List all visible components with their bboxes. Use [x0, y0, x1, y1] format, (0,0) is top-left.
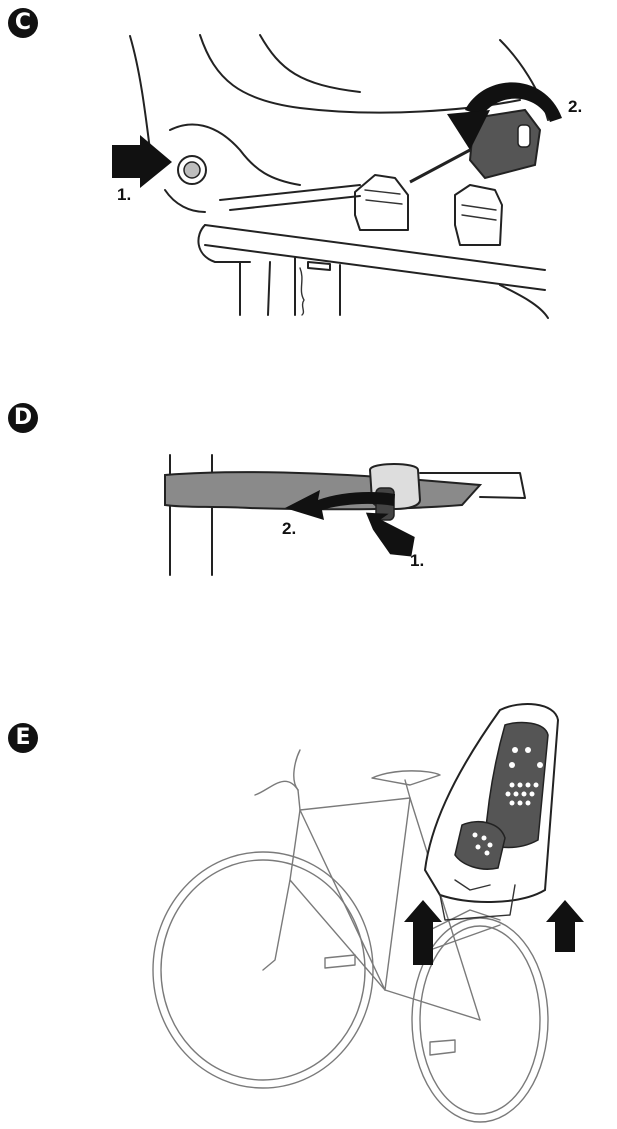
lift-arrow-left	[404, 900, 442, 965]
clamp-block-right	[454, 184, 503, 246]
callout-d-2: 2.	[282, 519, 296, 538]
panel-d-illustration: 2. 1.	[164, 454, 526, 576]
lift-arrow-right	[546, 900, 584, 952]
rotate-arrow	[447, 82, 562, 150]
seat-bracket-frame	[197, 184, 549, 319]
panel-e-illustration	[152, 703, 584, 1123]
clamp-block-left	[354, 174, 409, 231]
pull-arrow	[285, 490, 395, 520]
step-badge-c: C	[8, 8, 38, 38]
callout-d-1: 1.	[410, 551, 424, 570]
callout-c-1: 1.	[117, 185, 131, 204]
child-seat	[423, 703, 560, 921]
panel-c-illustration: 1. 2.	[112, 34, 582, 319]
step-badge-e: E	[8, 723, 38, 753]
callout-c-2: 2.	[568, 97, 582, 116]
front-wheel	[152, 851, 374, 1089]
press-arrow	[112, 135, 172, 188]
adjustment-knob	[409, 108, 542, 184]
release-button	[177, 155, 207, 185]
step-badge-d: D	[8, 403, 38, 433]
buckle	[368, 463, 422, 521]
press-arrow	[365, 512, 415, 557]
